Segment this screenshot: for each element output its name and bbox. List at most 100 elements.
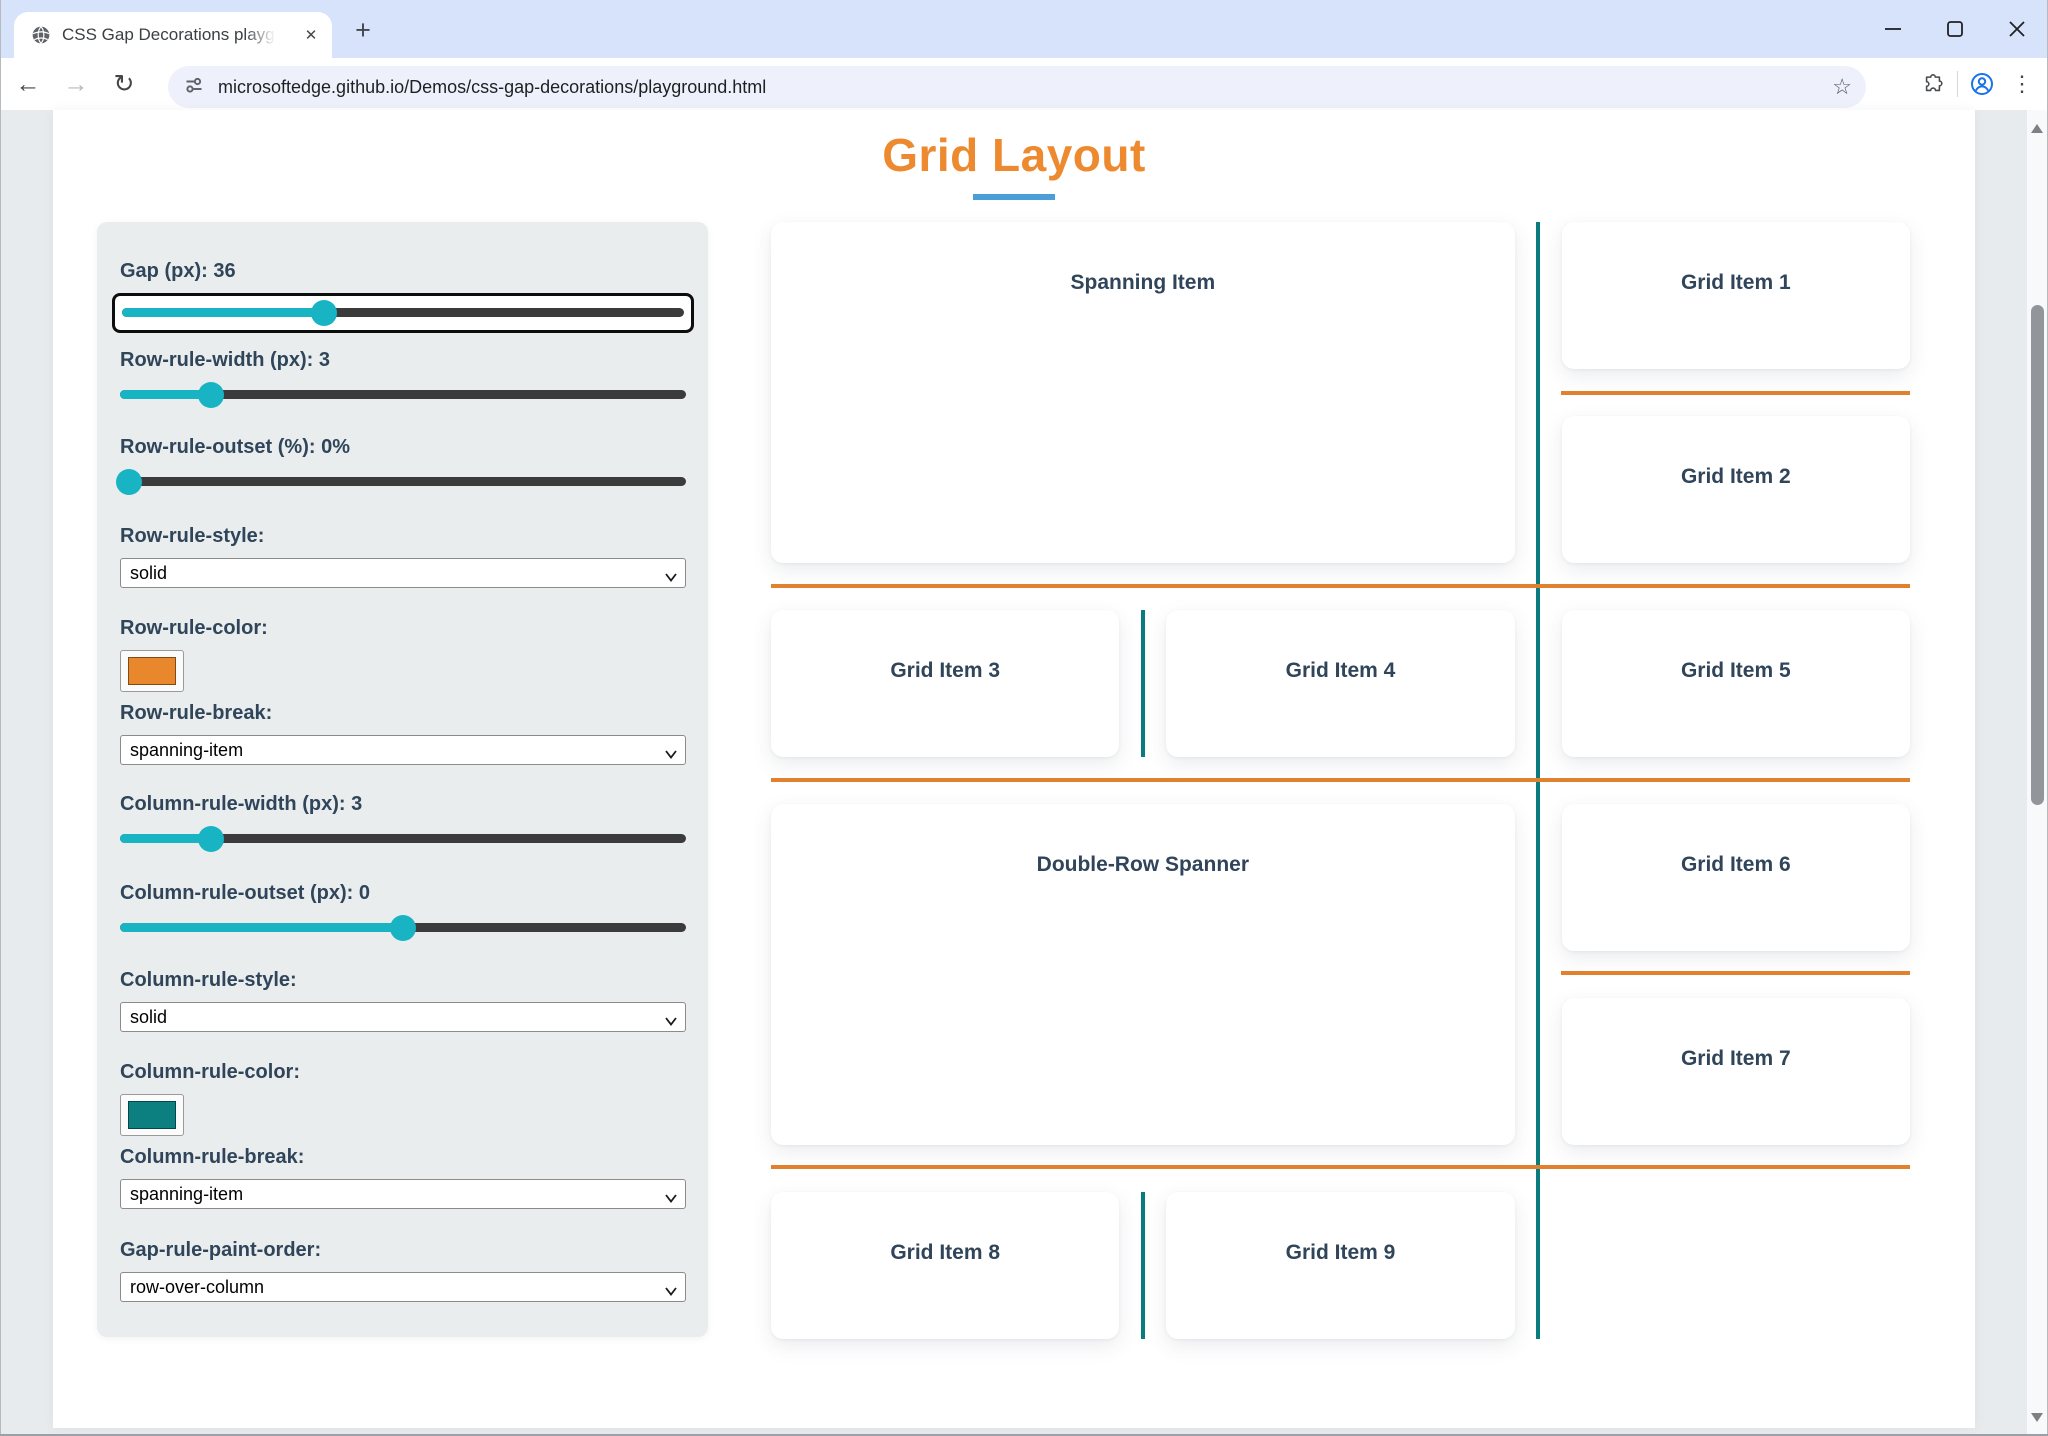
row-rule-style-select[interactable]: solid <box>120 558 686 588</box>
row-rule-color-swatch <box>128 657 176 685</box>
slider-track <box>120 834 686 843</box>
reload-icon[interactable]: ↻ <box>113 70 135 98</box>
window-maximize-icon[interactable] <box>1924 0 1986 58</box>
window-minimize-icon[interactable] <box>1862 0 1924 58</box>
profile-avatar-icon[interactable] <box>1962 64 2002 104</box>
tab-close-icon[interactable]: ✕ <box>304 27 318 44</box>
scrollbar-up-icon[interactable] <box>2031 124 2043 133</box>
grid-item-4: Grid Item 4 <box>1166 610 1515 757</box>
grid-item-6: Grid Item 6 <box>1561 804 1910 951</box>
row-rule-width-slider[interactable] <box>120 382 686 408</box>
row-rule-color-label: Row-rule-color: <box>120 617 268 639</box>
window-close-icon[interactable] <box>1986 0 2048 58</box>
row-rule-outset-slider[interactable] <box>115 469 686 495</box>
row-rule-break-label: Row-rule-break: <box>120 702 273 724</box>
row-rule-outset-label: Row-rule-outset (%): 0% <box>120 436 350 458</box>
page-container: Grid Layout Gap (px): 36 Row-rule-width … <box>53 110 1975 1428</box>
grid-item-double-row: Double-Row Spanner <box>771 804 1515 1145</box>
slider-track <box>120 477 686 486</box>
column-rule-width-slider[interactable] <box>120 826 686 852</box>
extensions-puzzle-icon[interactable] <box>1913 64 1953 104</box>
column-rule-style-control: Column-rule-style: solid <box>120 969 686 1032</box>
controls-panel: Gap (px): 36 Row-rule-width (px): 3 <box>97 222 708 1337</box>
slider-fill <box>120 834 211 843</box>
column-rule-break-control: Column-rule-break: spanning-item <box>120 1146 686 1209</box>
row-rule-style-control: Row-rule-style: solid <box>120 525 686 588</box>
tab-title: CSS Gap Decorations playground <box>62 25 280 44</box>
slider-thumb[interactable] <box>311 300 338 326</box>
menu-kebab-icon[interactable]: ⋮ <box>2011 71 2033 96</box>
site-info-tune-icon[interactable] <box>184 75 204 100</box>
column-rule-outset-slider[interactable] <box>120 915 686 941</box>
row-rule-color-picker[interactable] <box>120 650 184 692</box>
row-rule-line-short <box>1561 391 1910 395</box>
row-rule-style-label: Row-rule-style: <box>120 525 265 547</box>
row-rule-line-short <box>1561 971 1910 975</box>
toolbar-right: ⋮ <box>1913 58 2042 110</box>
column-rule-color-control: Column-rule-color: <box>120 1061 686 1136</box>
page-title: Grid Layout <box>882 129 1146 181</box>
gap-slider[interactable] <box>122 300 684 326</box>
column-rule-outset-control: Column-rule-outset (px): 0 <box>120 882 686 941</box>
browser-toolbar: ← → ↻ microsoftedge.github.io/Demos/css-… <box>0 58 2048 111</box>
column-rule-break-label: Column-rule-break: <box>120 1146 305 1168</box>
scrollbar-thumb[interactable] <box>2031 305 2044 805</box>
row-rule-break-select[interactable]: spanning-item <box>120 735 686 765</box>
gap-control: Gap (px): 36 <box>112 260 694 333</box>
gap-slider-focus-ring <box>112 293 694 333</box>
page-header: Grid Layout <box>53 131 1975 200</box>
column-rule-break-select[interactable]: spanning-item <box>120 1179 686 1209</box>
grid-item-5: Grid Item 5 <box>1561 610 1910 757</box>
url-text: microsoftedge.github.io/Demos/css-gap-de… <box>218 76 767 97</box>
column-rule-width-label: Column-rule-width (px): 3 <box>120 793 363 815</box>
column-rule-style-label: Column-rule-style: <box>120 969 297 991</box>
new-tab-button[interactable]: + <box>355 14 371 45</box>
slider-track <box>122 308 684 317</box>
column-rule-line-short <box>1141 1192 1145 1339</box>
row-rule-line <box>771 584 1910 588</box>
grid-item-3: Grid Item 3 <box>771 610 1120 757</box>
slider-thumb[interactable] <box>390 915 416 941</box>
page-viewport: Grid Layout Gap (px): 36 Row-rule-width … <box>0 110 2048 1436</box>
row-rule-color-control: Row-rule-color: <box>120 617 686 692</box>
slider-thumb[interactable] <box>197 382 224 408</box>
row-rule-line <box>771 778 1910 782</box>
gap-rule-paint-order-control: Gap-rule-paint-order: row-over-column <box>120 1239 686 1302</box>
toolbar-separator <box>1957 71 1958 97</box>
address-bar[interactable]: microsoftedge.github.io/Demos/css-gap-de… <box>168 66 1866 108</box>
window-border-left <box>0 0 1 1436</box>
scrollbar-down-icon[interactable] <box>2031 1413 2043 1422</box>
slider-thumb[interactable] <box>115 469 142 495</box>
grid-item-2: Grid Item 2 <box>1561 416 1910 563</box>
title-underline <box>973 194 1055 200</box>
gap-rule-paint-order-select[interactable]: row-over-column <box>120 1272 686 1302</box>
forward-icon[interactable]: → <box>63 69 89 98</box>
slider-fill <box>122 308 325 317</box>
gap-rule-paint-order-label: Gap-rule-paint-order: <box>120 1239 322 1261</box>
row-rule-line <box>771 1165 1910 1169</box>
window-controls <box>1862 0 2048 58</box>
column-rule-color-swatch <box>128 1101 176 1129</box>
grid-item-1: Grid Item 1 <box>1561 222 1910 369</box>
slider-track <box>120 390 686 399</box>
grid-item-8: Grid Item 8 <box>771 1192 1120 1339</box>
slider-thumb[interactable] <box>197 826 224 852</box>
column-rule-outset-label: Column-rule-outset (px): 0 <box>120 882 370 904</box>
row-rule-outset-control: Row-rule-outset (%): 0% <box>115 436 686 495</box>
column-rule-color-picker[interactable] <box>120 1094 184 1136</box>
browser-tab[interactable]: CSS Gap Decorations playground ✕ <box>14 12 332 58</box>
grid-item-7: Grid Item 7 <box>1561 998 1910 1145</box>
back-icon[interactable]: ← <box>15 69 41 98</box>
row-rule-width-label: Row-rule-width (px): 3 <box>120 349 330 371</box>
column-rule-style-select[interactable]: solid <box>120 1002 686 1032</box>
tab-bar: CSS Gap Decorations playground ✕ + <box>0 0 2048 58</box>
globe-favicon-icon <box>31 25 51 45</box>
bookmark-star-icon[interactable]: ☆ <box>1832 74 1852 99</box>
window-border-bottom <box>0 1434 2048 1436</box>
slider-fill <box>120 390 211 399</box>
gap-label: Gap (px): 36 <box>120 260 236 282</box>
row-rule-break-control: Row-rule-break: spanning-item <box>120 702 686 765</box>
column-rule-color-label: Column-rule-color: <box>120 1061 300 1083</box>
vertical-scrollbar[interactable] <box>2027 110 2048 1436</box>
column-rule-line-short <box>1141 610 1145 757</box>
